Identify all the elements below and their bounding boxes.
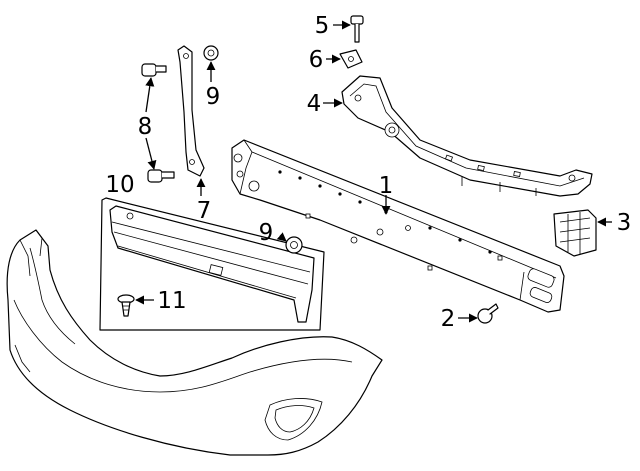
strap-bracket — [177, 45, 205, 177]
callout-2: 2 — [441, 306, 456, 332]
grille-panel-group — [99, 197, 325, 331]
callout-labels: 1 2 3 4 5 6 7 8 9 9 10 11 — [105, 13, 631, 332]
callout-9-lower: 9 — [259, 220, 274, 246]
grille-panel — [109, 205, 315, 323]
callout-3: 3 — [617, 210, 632, 236]
bumper-cover — [6, 229, 383, 456]
bumper-reinforcement — [231, 139, 565, 313]
bolt-8-lower — [147, 169, 175, 183]
callout-10: 10 — [105, 172, 134, 198]
callout-11: 11 — [157, 288, 186, 314]
end-bracket — [553, 209, 597, 257]
callout-8: 8 — [138, 114, 153, 140]
bolt-2 — [477, 303, 499, 324]
nut-9-upper — [203, 45, 219, 61]
callout-6: 6 — [309, 47, 324, 73]
callout-7: 7 — [197, 198, 212, 224]
clip-nut-6 — [339, 49, 363, 69]
callout-9-upper: 9 — [206, 84, 221, 110]
bolt-8-upper — [141, 63, 167, 77]
callout-1: 1 — [379, 173, 394, 199]
callout-4: 4 — [307, 91, 322, 117]
bolt-5 — [350, 15, 364, 43]
callout-5: 5 — [315, 13, 330, 39]
push-pin-retainer — [117, 294, 135, 317]
nut-9-lower — [285, 236, 303, 254]
leader-lines — [135, 20, 612, 323]
upper-support — [341, 75, 593, 197]
